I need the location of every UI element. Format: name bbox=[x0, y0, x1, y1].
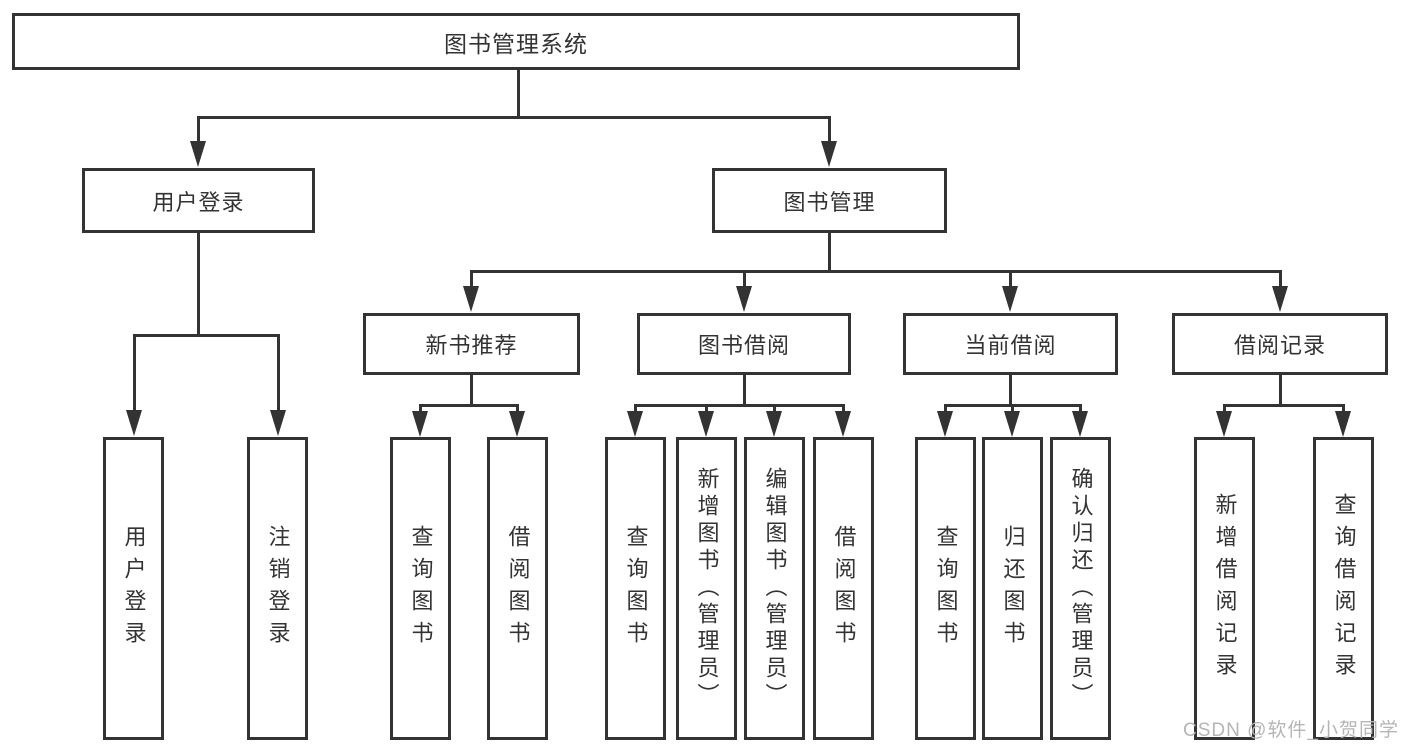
leaf-query-books-current: 查询图书 bbox=[915, 437, 976, 740]
connector-borrowing-drop bbox=[842, 404, 845, 414]
node-label: 图书管理 bbox=[783, 189, 876, 215]
arrowhead-down-icon bbox=[190, 141, 206, 167]
arrowhead-down-icon bbox=[1072, 411, 1088, 437]
leaf-return-books: 归还图书 bbox=[982, 437, 1043, 740]
connector-book-mgmt-drop bbox=[1009, 270, 1012, 288]
leaf-edit-books-admin: 编辑图书（管理员） bbox=[744, 437, 805, 740]
arrowhead-down-icon bbox=[698, 411, 714, 437]
connector-recommend-stub bbox=[470, 375, 473, 406]
connector-borrowing-drop bbox=[705, 404, 708, 414]
connector-records-drop bbox=[1223, 404, 1226, 414]
connector-recommend-drop bbox=[516, 404, 519, 414]
arrowhead-down-icon bbox=[270, 410, 286, 436]
connector-user-login-rail bbox=[133, 334, 280, 337]
node-label: 新增图书（管理员） bbox=[694, 467, 720, 710]
node-label: 用户登录 bbox=[152, 189, 245, 215]
arrowhead-down-icon bbox=[509, 411, 525, 437]
connector-root-stub bbox=[517, 70, 520, 118]
node-book-management: 图书管理 bbox=[712, 168, 947, 233]
arrowhead-down-icon bbox=[1216, 411, 1232, 437]
csdn-watermark: CSDN @软件_小贺同学 bbox=[1183, 720, 1399, 741]
node-label: 图书管理系统 bbox=[444, 30, 588, 57]
leaf-add-borrow-record: 新增借阅记录 bbox=[1194, 437, 1255, 740]
connector-book-mgmt-drop bbox=[1279, 270, 1282, 288]
node-label: 图书借阅 bbox=[697, 333, 790, 358]
connector-current-stub bbox=[1009, 375, 1012, 406]
connector-recommend-rail bbox=[419, 404, 519, 407]
connector-borrowing-drop bbox=[773, 404, 776, 414]
arrowhead-down-icon bbox=[766, 411, 782, 437]
leaf-logout: 注销登录 bbox=[247, 437, 308, 740]
node-label: 当前借阅 bbox=[964, 333, 1057, 358]
leaf-user-login: 用户登录 bbox=[103, 437, 164, 740]
connector-root-drop-left bbox=[197, 116, 200, 144]
node-label: 确认归还（管理员） bbox=[1068, 467, 1094, 710]
connector-borrowing-drop bbox=[634, 404, 637, 414]
arrowhead-down-icon bbox=[627, 411, 643, 437]
connector-current-drop bbox=[944, 404, 947, 414]
node-label: 查询图书 bbox=[933, 524, 959, 653]
arrowhead-down-icon bbox=[412, 411, 428, 437]
arrowhead-down-icon bbox=[1272, 286, 1288, 312]
node-label: 查询图书 bbox=[623, 524, 649, 653]
arrowhead-down-icon bbox=[821, 141, 837, 167]
arrowhead-down-icon bbox=[937, 411, 953, 437]
connector-current-drop bbox=[1011, 404, 1014, 414]
node-label: 归还图书 bbox=[1000, 524, 1026, 653]
node-label: 新书推荐 bbox=[425, 333, 518, 358]
arrowhead-down-icon bbox=[835, 411, 851, 437]
connector-borrowing-stub bbox=[743, 375, 746, 406]
arrowhead-down-icon bbox=[463, 286, 479, 312]
node-label: 用户登录 bbox=[121, 524, 147, 653]
node-label: 借阅图书 bbox=[831, 524, 857, 653]
arrowhead-down-icon bbox=[736, 286, 752, 312]
arrowhead-down-icon bbox=[1004, 411, 1020, 437]
node-label: 借阅记录 bbox=[1233, 333, 1326, 358]
arrowhead-down-icon bbox=[126, 410, 142, 436]
node-borrowing-records: 借阅记录 bbox=[1172, 313, 1388, 375]
node-label: 查询图书 bbox=[408, 524, 434, 653]
node-user-login: 用户登录 bbox=[82, 168, 315, 233]
node-label: 借阅图书 bbox=[505, 524, 531, 653]
connector-book-mgmt-drop bbox=[470, 270, 473, 288]
connector-current-drop bbox=[1079, 404, 1082, 414]
node-library-management-system: 图书管理系统 bbox=[12, 13, 1020, 70]
leaf-borrow-books-recommend: 借阅图书 bbox=[487, 437, 548, 740]
node-label: 编辑图书（管理员） bbox=[762, 467, 788, 710]
leaf-borrow-books: 借阅图书 bbox=[813, 437, 874, 740]
leaf-confirm-return-admin: 确认归还（管理员） bbox=[1050, 437, 1111, 740]
leaf-query-books-recommend: 查询图书 bbox=[390, 437, 451, 740]
node-label: 注销登录 bbox=[265, 524, 291, 653]
leaf-query-books-borrowing: 查询图书 bbox=[605, 437, 666, 740]
connector-user-login-drop bbox=[133, 334, 136, 414]
leaf-query-borrow-record: 查询借阅记录 bbox=[1313, 437, 1374, 740]
arrowhead-down-icon bbox=[1335, 411, 1351, 437]
leaf-add-books-admin: 新增图书（管理员） bbox=[676, 437, 737, 740]
connector-records-stub bbox=[1279, 375, 1282, 406]
connector-root-rail bbox=[197, 116, 831, 119]
node-label: 查询借阅记录 bbox=[1331, 492, 1357, 685]
connector-root-drop-right bbox=[828, 116, 831, 144]
connector-book-mgmt-rail bbox=[471, 270, 1282, 273]
connector-recommend-drop bbox=[419, 404, 422, 414]
arrowhead-down-icon bbox=[1002, 286, 1018, 312]
connector-user-login-stub bbox=[197, 233, 200, 336]
connector-borrowing-rail bbox=[634, 404, 845, 407]
connector-records-drop bbox=[1342, 404, 1345, 414]
node-current-borrowing: 当前借阅 bbox=[903, 313, 1118, 375]
connector-records-rail bbox=[1223, 404, 1345, 407]
connector-book-mgmt-drop bbox=[743, 270, 746, 288]
node-new-book-recommend: 新书推荐 bbox=[363, 313, 580, 375]
connector-book-mgmt-stub bbox=[828, 233, 831, 272]
connector-user-login-drop bbox=[277, 334, 280, 414]
node-label: 新增借阅记录 bbox=[1212, 492, 1238, 685]
node-book-borrowing: 图书借阅 bbox=[637, 313, 851, 375]
